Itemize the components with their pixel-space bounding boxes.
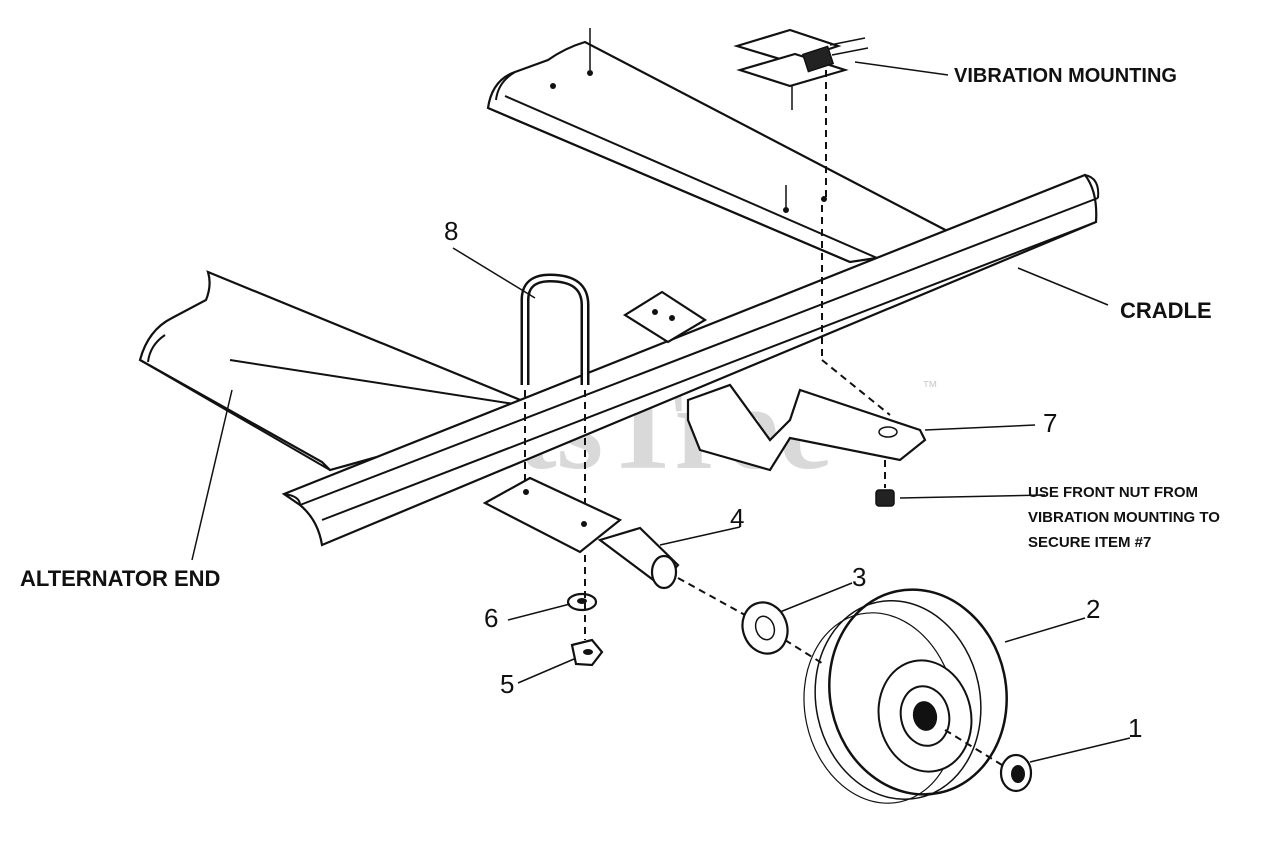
item-1-cap — [999, 753, 1033, 793]
callout-6: 6 — [484, 603, 498, 633]
front-frame-rail — [138, 270, 544, 472]
rear-frame-rail — [486, 28, 958, 269]
note-line-2: VIBRATION MOUNTING TO — [1028, 509, 1220, 526]
callout-7: 7 — [1043, 408, 1057, 438]
front-nut — [875, 489, 895, 507]
axle-plate — [482, 476, 623, 554]
note-line-1: USE FRONT NUT FROM — [1028, 484, 1198, 501]
item-7-bracket — [622, 290, 927, 472]
callout-3: 3 — [852, 562, 866, 592]
cradle-label: CRADLE — [1120, 298, 1212, 323]
item-3-washer — [741, 601, 789, 655]
item-6-washer — [566, 592, 598, 612]
vibration-mounting — [733, 28, 869, 360]
item-2-wheel — [803, 588, 1008, 804]
cradle-crossbar — [281, 173, 1100, 547]
callout-1: 1 — [1128, 713, 1142, 743]
callout-2: 2 — [1086, 594, 1100, 624]
item-4-axle — [597, 526, 680, 590]
callout-8: 8 — [444, 216, 458, 246]
callout-4: 4 — [730, 503, 744, 533]
item-5-nut — [570, 638, 604, 667]
alternator-end-label: ALTERNATOR END — [20, 566, 220, 591]
note-line-3: SECURE ITEM #7 — [1028, 534, 1151, 551]
leader-lines — [191, 61, 1131, 763]
vibration-mounting-label: VIBRATION MOUNTING — [954, 65, 1177, 87]
callout-5: 5 — [500, 669, 514, 699]
watermark-trademark: ™ — [922, 379, 938, 396]
